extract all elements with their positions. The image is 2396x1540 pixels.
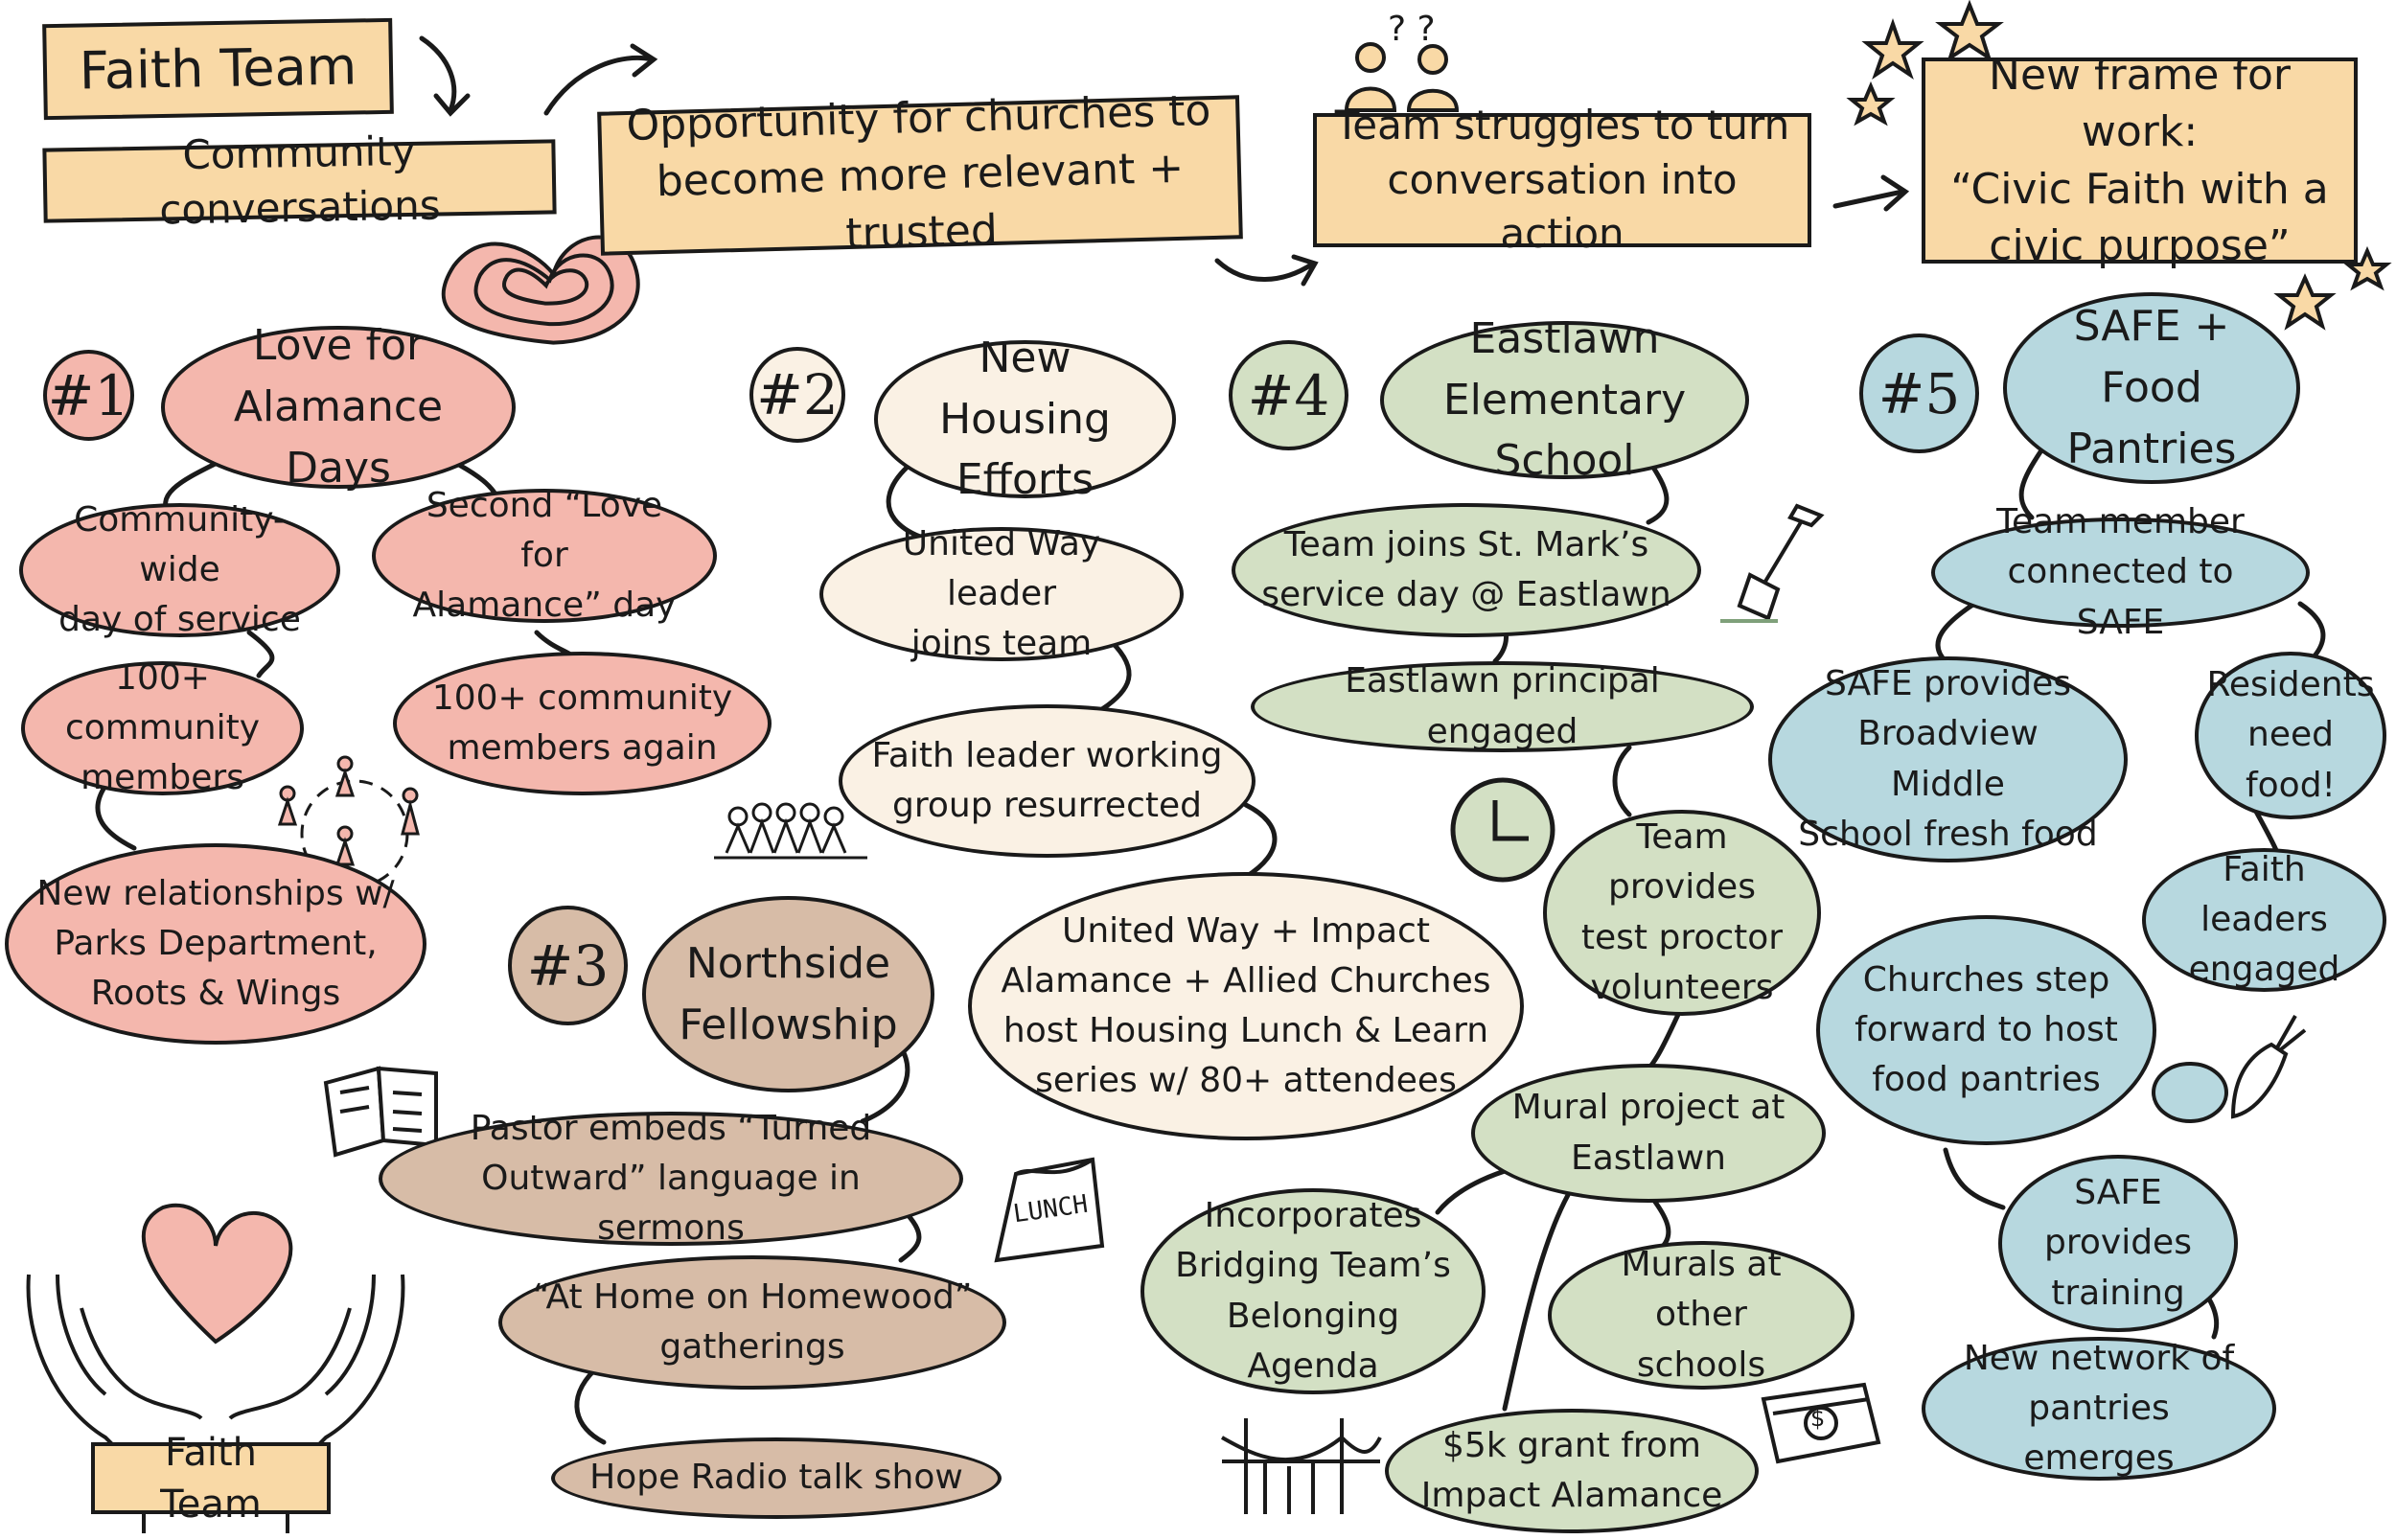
group-2-item-1: United Way leader joins team (819, 524, 1184, 663)
group-4-number: #4 (1229, 340, 1348, 450)
group-5-item-4: Faith leaders engaged (2142, 848, 2386, 992)
people-question-icon (1344, 42, 1460, 112)
group-1-item-5: New relationships w/ Parks Department, R… (5, 843, 426, 1045)
group-1-item-1: Community-wide day of service (19, 500, 340, 639)
group-1-item-2: Second “Love for Alamance” day (372, 486, 717, 625)
group-5-item-3: Residents need food! (2195, 652, 2386, 819)
group-4-item-7: $5k grant from Impact Alamance (1385, 1409, 1759, 1533)
clock-icon (1450, 777, 1555, 883)
group-2-title: New Housing Efforts (874, 333, 1176, 504)
money-icon (1761, 1382, 1881, 1464)
group-5-item-1: Team member connected to SAFE (1931, 502, 2310, 642)
group-1-number: #1 (43, 350, 134, 441)
arrow-down-right (419, 35, 457, 113)
stars-icon (1846, 0, 2392, 331)
group-4-item-1: Team joins St. Mark’s service day @ East… (1232, 503, 1701, 637)
group-5-item-2: SAFE provides Broadview Middle School fr… (1768, 656, 2128, 862)
shovel-icon (1720, 503, 1825, 623)
people-circle-icon (277, 755, 420, 888)
group-1-item-3: 100+ community members (21, 658, 304, 797)
new-frame-box: New frame for work: “Civic Faith with a … (1922, 51, 2358, 270)
struggles-box: Team struggles to turn conversation into… (1313, 102, 1811, 257)
group-4-item-5: Incorporates Bridging Team’s Belonging A… (1140, 1188, 1486, 1394)
group-4-item-2: Eastlawn principal engaged (1251, 661, 1754, 752)
arrow-to-struggles (1214, 258, 1316, 282)
group-5-number: #5 (1859, 333, 1979, 453)
arrow-to-new-frame (1832, 189, 1905, 209)
group-5-item-5: Churches step forward to host food pantr… (1816, 915, 2156, 1145)
group-3-title: Northside Fellowship (642, 896, 934, 1092)
group-4-item-6: Murals at other schools (1548, 1241, 1855, 1390)
group-2-number: #2 (749, 347, 845, 443)
lunch-bag-icon (994, 1157, 1105, 1263)
faith-team-title-box: Faith Team (42, 17, 394, 121)
group-1-title: Love for Alamance Days (161, 321, 516, 493)
money-symbol: $ (1810, 1405, 1826, 1432)
group-4-item-3: Team provides test proctor volunteers (1543, 810, 1821, 1016)
group-4-title: Eastlawn Elementary School (1380, 314, 1749, 485)
question-marks: ? ? (1388, 10, 1436, 49)
vegetables-icon (2152, 1015, 2307, 1123)
hands-label: Faith Team (91, 1431, 331, 1527)
group-3-number: #3 (508, 906, 628, 1025)
group-3-item-3: Hope Radio talk show (551, 1437, 1002, 1519)
group-5-item-7: New network of pantries emerges (1922, 1337, 2276, 1481)
group-3-item-2: “At Home on Homewood” gatherings (498, 1255, 1006, 1390)
group-3-item-1: Pastor embeds “Turned Outward” language … (379, 1109, 963, 1248)
group-2-item-2: Faith leader working group resurrected (839, 704, 1256, 858)
group-5-title: SAFE + Food Pantries (2003, 292, 2300, 484)
opportunity-box: Opportunity for churches to become more … (597, 86, 1243, 259)
arrow-to-opportunity (543, 55, 655, 116)
bridge-icon (1221, 1418, 1382, 1514)
crowd-icon (714, 802, 867, 860)
group-2-item-3: United Way + Impact Alamance + Allied Ch… (968, 872, 1524, 1140)
group-4-item-4: Mural project at Eastlawn (1471, 1064, 1826, 1203)
hands-heart-icon (26, 1203, 405, 1533)
community-conversations-box: Community conversations (42, 127, 557, 234)
group-1-item-4: 100+ community members again (393, 652, 772, 795)
group-5-item-6: SAFE provides training (1998, 1155, 2238, 1332)
heart-icon (441, 235, 640, 345)
